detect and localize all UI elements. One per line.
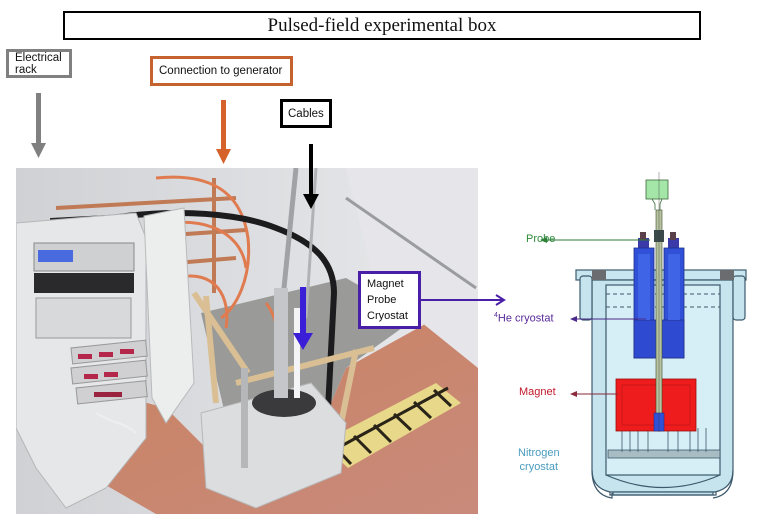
rack-meters: [70, 339, 148, 405]
cryostat-in-pit: [252, 288, 316, 417]
label-he-cryostat-sup: 4: [494, 312, 498, 319]
label-cables-text: Cables: [288, 107, 324, 120]
support-rods: [621, 428, 707, 452]
lab-photo-drawing: [16, 168, 478, 514]
lab-photo: [16, 168, 478, 514]
label-cables: Cables: [280, 99, 332, 128]
floor: [16, 318, 478, 514]
diagram-title: Pulsed-field experimental box: [63, 11, 701, 40]
cryostat-schematic: [540, 172, 747, 499]
connector-magnet: [570, 391, 618, 397]
rack-display-screen: [38, 250, 73, 262]
label-nitrogen-line2: cryostat: [519, 461, 559, 473]
rack-door: [143, 207, 195, 424]
label-electrical-rack: Electrical rack: [6, 49, 72, 78]
left-bracket: [579, 275, 593, 321]
label-nitrogen-cryostat: Nitrogen cryostat: [518, 446, 560, 474]
concrete-block: [200, 368, 347, 509]
label-electrical-rack-text: Electrical rack: [15, 51, 62, 76]
arrow-connection-to-generator: [216, 100, 231, 164]
probe-stick: [645, 172, 669, 432]
arrow-electrical-rack: [31, 93, 46, 158]
connector-he-cryostat: [570, 316, 646, 322]
arrow-magnet-probe-cryostat-photo: [293, 287, 313, 350]
probe-head: [645, 179, 669, 200]
electrical-rack: [16, 207, 195, 509]
label-probe: Probe: [526, 233, 556, 245]
label-magnet-probe-cryostat: Magnet Probe Cryostat: [358, 271, 421, 329]
flexible-hose: [274, 288, 288, 398]
right-bracket: [732, 275, 746, 321]
arrow-to-diagram: [421, 294, 506, 306]
label-connection-to-generator-text: Connection to generator: [159, 65, 283, 77]
label-he-cryostat: 4He cryostat: [494, 312, 554, 325]
label-mpc-cryostat: Cryostat: [367, 310, 408, 322]
label-mpc-magnet: Magnet: [367, 278, 404, 290]
arrow-cables: [303, 144, 319, 209]
label-connection-to-generator: Connection to generator: [150, 56, 293, 86]
label-nitrogen-line1: Nitrogen: [518, 447, 560, 459]
label-mpc-probe: Probe: [367, 294, 397, 306]
connector-probe: [540, 237, 650, 243]
label-he-cryostat-text: He cryostat: [497, 312, 554, 325]
label-magnet: Magnet: [519, 386, 556, 398]
diagram-title-text: Pulsed-field experimental box: [267, 14, 497, 36]
